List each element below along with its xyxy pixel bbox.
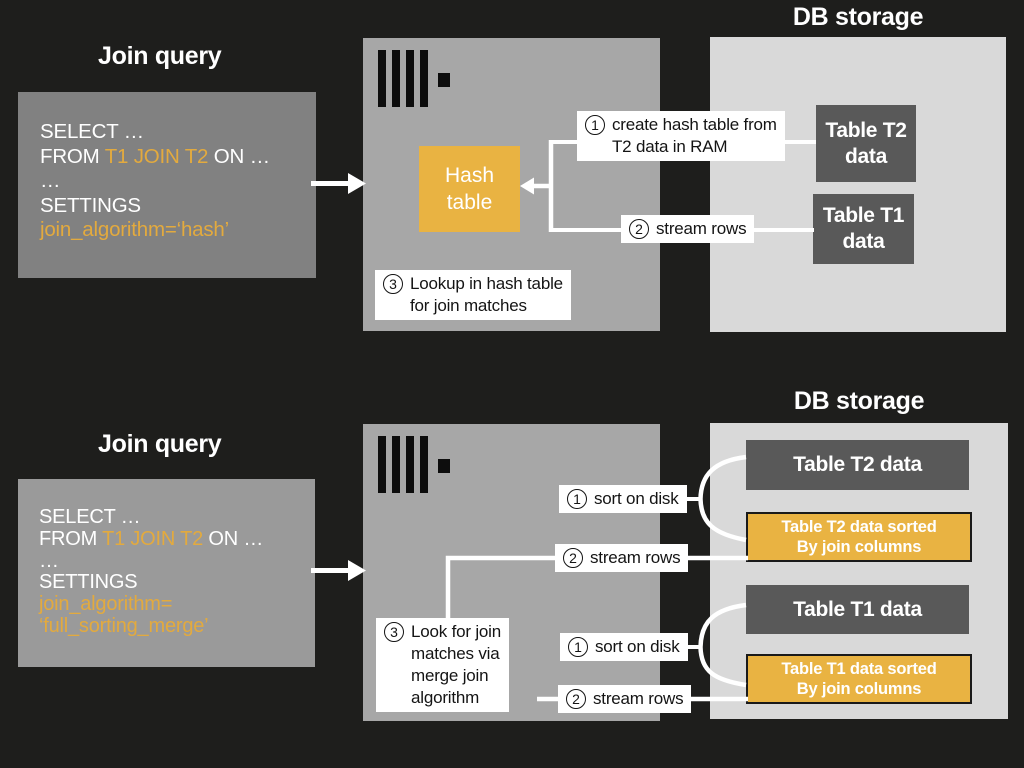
sql-line: FROM T1 JOIN T2 ON … — [40, 144, 270, 168]
step-label-stream-rows-t1: 2 stream rows — [558, 685, 692, 713]
join-query-title-bottom: Join query — [98, 430, 222, 458]
sql-highlight: T1 JOIN T2 — [104, 144, 209, 168]
step-label-merge-join: 3 Look for join matches via merge join a… — [376, 618, 510, 712]
join-query-title-top: Join query — [98, 42, 222, 70]
step-number-circle: 2 — [563, 548, 583, 568]
step-label-stream-rows-t2: 2 stream rows — [555, 544, 689, 572]
join-query-box-bottom — [18, 479, 315, 667]
step-label-text: sort on disk — [594, 489, 679, 508]
step-number-circle: 3 — [383, 274, 403, 294]
table-t1-sorted-box: Table T1 data sorted By join columns — [746, 654, 972, 704]
step-label-stream-rows-top: 2 stream rows — [621, 215, 755, 243]
sql-line-setting: join_algorithm=‘hash’ — [40, 218, 229, 241]
table-t1-data-box: Table T1 data — [813, 194, 914, 264]
step-label-sort-on-disk-t1: 1 sort on disk — [560, 633, 688, 661]
sql-line: … — [40, 169, 61, 192]
sql-line: SETTINGS — [39, 571, 138, 594]
step-label-lookup-hash-table: 3 Lookup in hash table for join matches — [375, 270, 571, 320]
step-label-text: create hash table from T2 data in RAM — [612, 115, 777, 156]
table-t2-data-box: Table T2 data — [816, 105, 916, 182]
sql-snippet-top: SELECT … FROM T1 JOIN T2 ON … … SETTINGS… — [40, 120, 270, 243]
sql-line: FROM T1 JOIN T2 ON … — [39, 527, 264, 550]
step-label-text: stream rows — [593, 689, 684, 708]
sql-line: SETTINGS — [40, 193, 141, 217]
step-label-text: stream rows — [590, 548, 681, 567]
step-label-sort-on-disk-t2: 1 sort on disk — [559, 485, 687, 513]
db-storage-box-top — [710, 37, 1006, 332]
step-number-circle: 1 — [585, 115, 605, 135]
sql-line-setting: join_algorithm= — [39, 593, 173, 616]
step-number-circle: 2 — [566, 689, 586, 709]
sql-line: SELECT … — [39, 506, 141, 528]
step-label-text: sort on disk — [595, 637, 680, 656]
table-t2-data-box: Table T2 data — [746, 440, 969, 490]
sql-highlight: T1 JOIN T2 — [102, 527, 204, 550]
sql-snippet-bottom: SELECT … FROM T1 JOIN T2 ON … … SETTINGS… — [39, 506, 264, 638]
db-storage-title-top: DB storage — [792, 3, 924, 31]
table-t2-sorted-box: Table T2 data sorted By join columns — [746, 512, 972, 562]
sql-line: … — [39, 549, 59, 572]
table-t1-data-box: Table T1 data — [746, 585, 969, 634]
sql-line-setting-value: ‘full_sorting_merge’ — [39, 614, 209, 637]
hash-table-box: Hash table — [419, 146, 520, 232]
sql-line: SELECT … — [40, 120, 144, 143]
step-number-circle: 2 — [629, 219, 649, 239]
step-number-circle: 1 — [567, 489, 587, 509]
step-number-circle: 1 — [568, 637, 588, 657]
step-number-circle: 3 — [384, 622, 404, 642]
server-bars-icon — [378, 436, 452, 493]
step-label-text: Look for join matches via merge join alg… — [411, 622, 502, 707]
join-query-box-top — [18, 92, 316, 278]
server-bars-icon — [378, 50, 452, 107]
db-storage-title-bottom: DB storage — [793, 387, 925, 415]
step-label-text: stream rows — [656, 219, 747, 238]
step-label-text: Lookup in hash table for join matches — [410, 274, 563, 315]
step-label-create-hash-table: 1 create hash table from T2 data in RAM — [577, 111, 785, 161]
